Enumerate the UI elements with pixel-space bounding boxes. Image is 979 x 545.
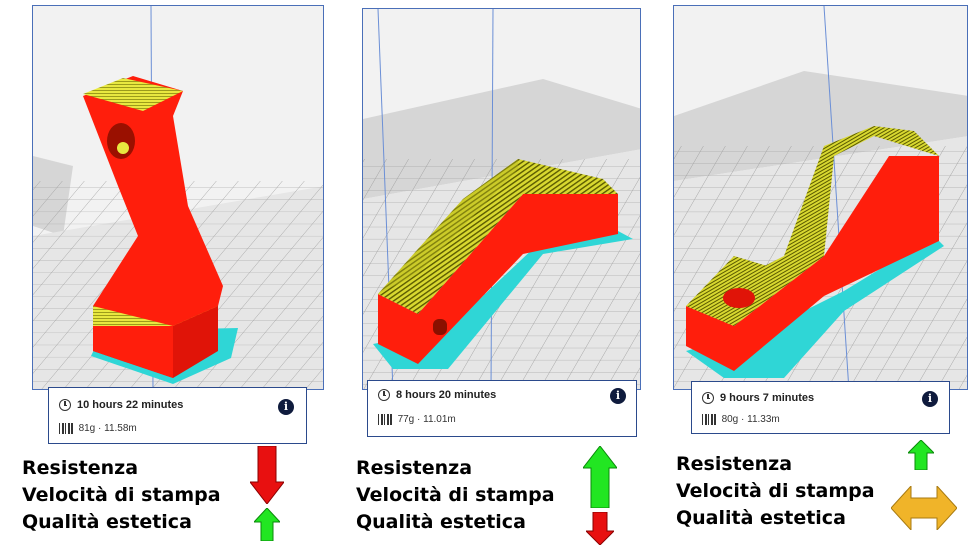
arrow-left-right-icon <box>891 486 957 530</box>
viewport-slice-1[interactable] <box>32 5 324 390</box>
arrow-down-icon <box>586 512 614 545</box>
clock-icon <box>702 392 714 404</box>
arrow-down-icon <box>250 446 284 504</box>
property-strength: Resistenza <box>676 453 793 475</box>
info-icon[interactable]: i <box>610 388 626 404</box>
filament-spool-icon <box>702 414 716 425</box>
print-info-card-2: 8 hours 20 minutes 77g · 11.01m i <box>367 380 637 437</box>
clock-icon <box>59 399 71 411</box>
arrow-up-icon <box>254 508 280 541</box>
top-layer <box>83 78 183 111</box>
viewport-slice-2[interactable] <box>362 8 641 390</box>
material-usage: 80g · 11.33m <box>721 414 780 425</box>
print-time: 10 hours 22 minutes <box>77 399 184 411</box>
build-plate-scene-2 <box>363 9 640 389</box>
print-time: 8 hours 20 minutes <box>396 389 497 401</box>
clock-icon <box>378 389 390 401</box>
top-layer <box>378 159 618 314</box>
properties-list-3: Resistenza Velocità di stampa Qualità es… <box>676 451 875 532</box>
print-info-card-3: 9 hours 7 minutes 80g · 11.33m i <box>691 381 950 434</box>
property-print-speed: Velocità di stampa <box>22 484 221 506</box>
arrow-up-icon <box>583 446 617 508</box>
arrow-up-icon <box>908 440 934 470</box>
properties-list-1: Resistenza Velocità di stampa Qualità es… <box>22 455 221 536</box>
material-usage: 81g · 11.58m <box>78 423 137 434</box>
property-strength: Resistenza <box>356 457 473 479</box>
filament-spool-icon <box>59 423 73 434</box>
property-print-speed: Velocità di stampa <box>356 484 555 506</box>
property-strength: Resistenza <box>22 457 139 479</box>
build-plate-scene-1 <box>33 6 323 389</box>
info-icon[interactable]: i <box>922 391 938 407</box>
print-info-card-1: 10 hours 22 minutes 81g · 11.58m i <box>48 387 307 444</box>
info-icon[interactable]: i <box>278 399 294 415</box>
printed-part-3 <box>686 156 939 371</box>
filament-spool-icon <box>378 414 392 425</box>
build-plate-scene-3 <box>674 6 967 389</box>
property-aesthetic-quality: Qualità estetica <box>356 511 526 533</box>
print-time: 9 hours 7 minutes <box>720 392 815 404</box>
material-usage: 77g · 11.01m <box>397 414 456 425</box>
properties-list-2: Resistenza Velocità di stampa Qualità es… <box>356 455 555 536</box>
viewport-slice-3[interactable] <box>673 5 968 390</box>
property-print-speed: Velocità di stampa <box>676 480 875 502</box>
property-aesthetic-quality: Qualità estetica <box>22 511 192 533</box>
property-aesthetic-quality: Qualità estetica <box>676 507 846 529</box>
